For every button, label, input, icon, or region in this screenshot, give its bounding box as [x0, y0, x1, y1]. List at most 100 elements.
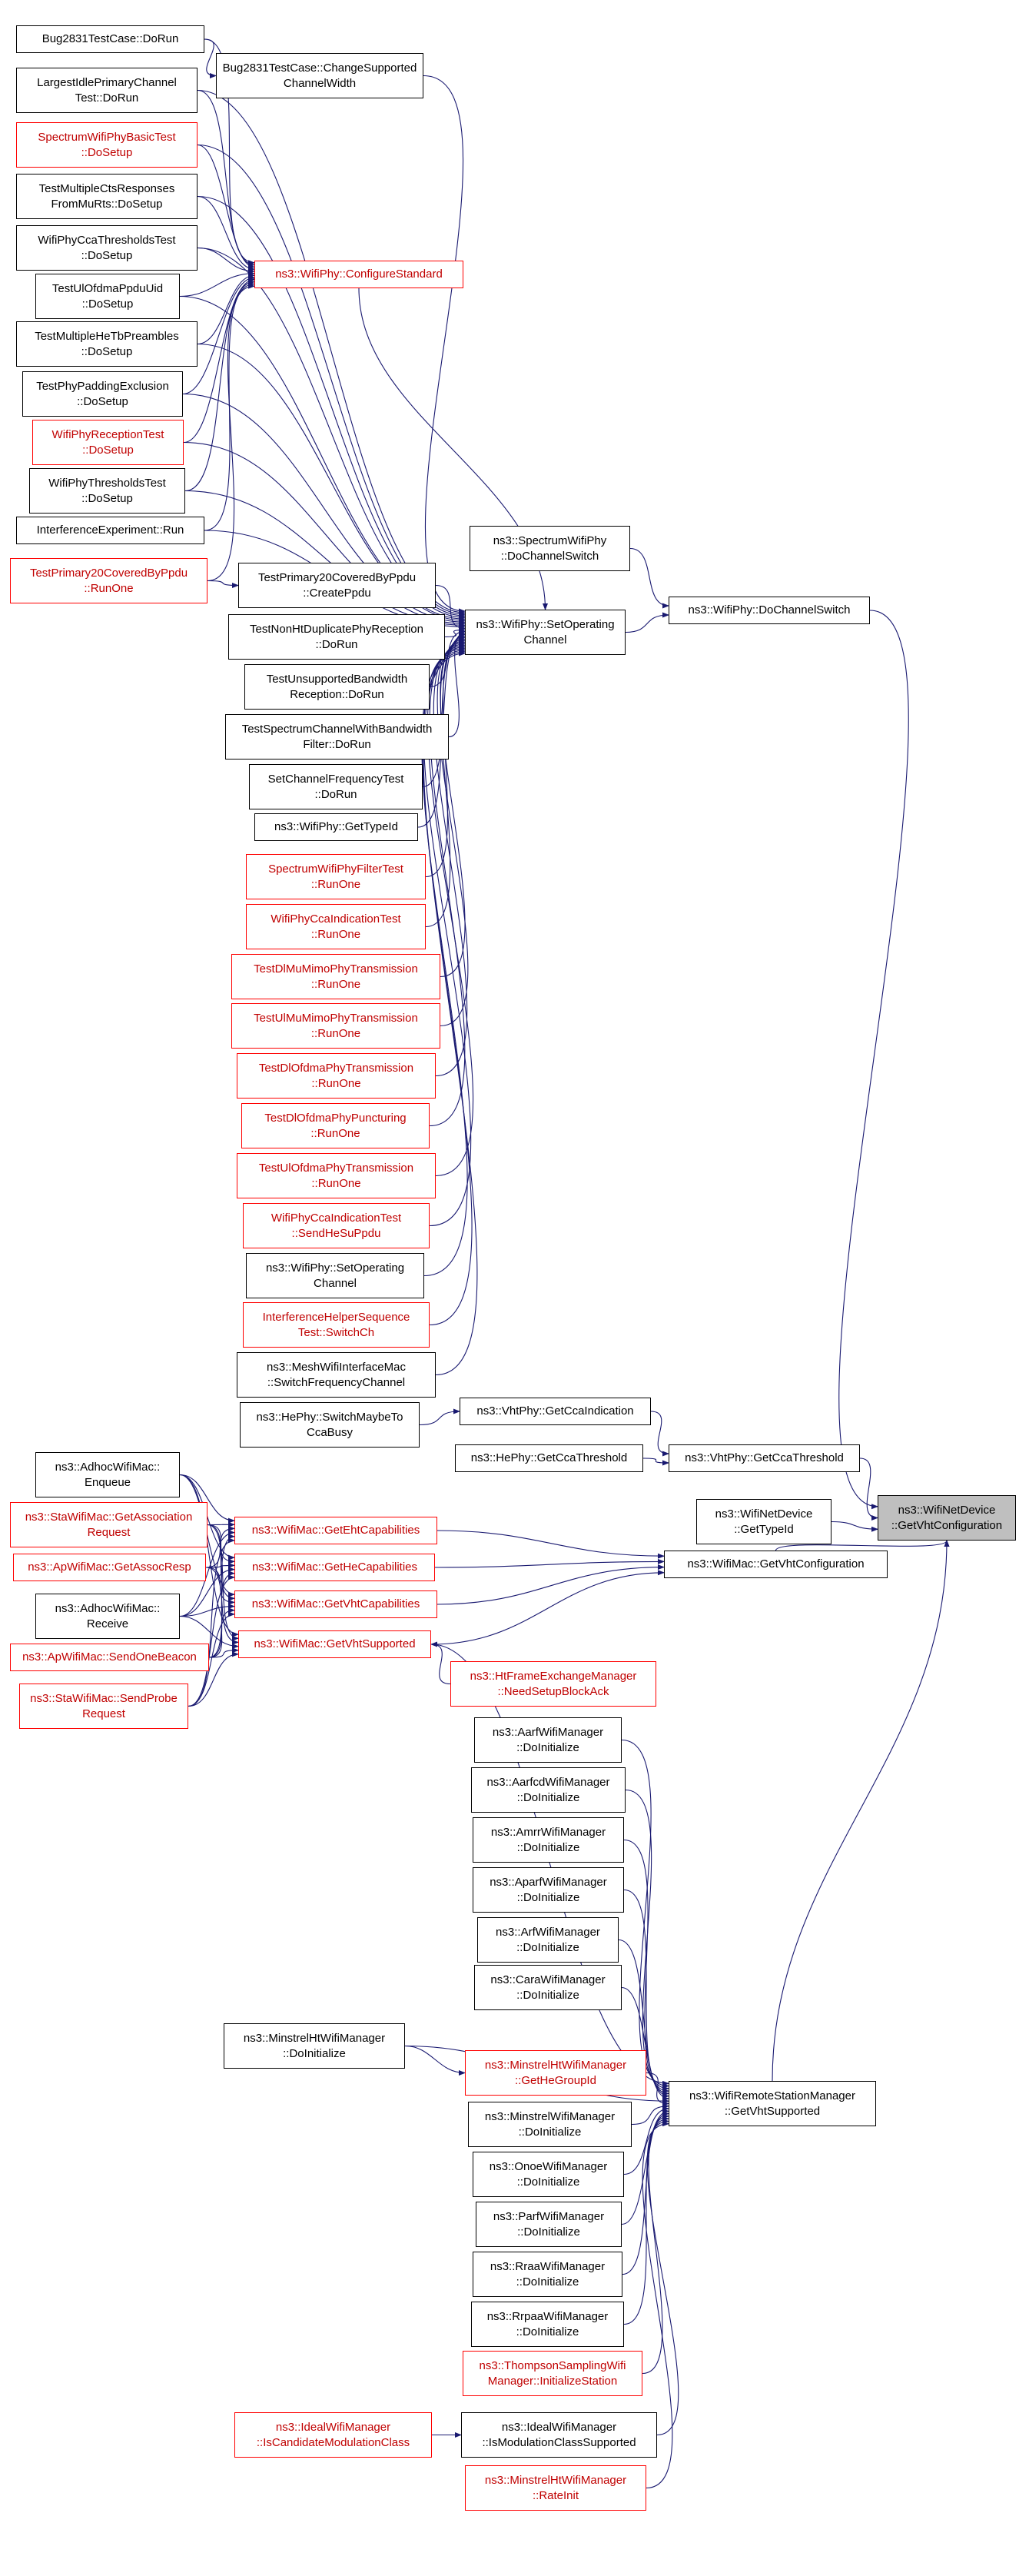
node-amrr[interactable]: ns3::AmrrWifiManager::DoInitialize	[473, 1817, 624, 1863]
node-minstrel_doinit[interactable]: ns3::MinstrelWifiManager::DoInitialize	[468, 2102, 632, 2147]
node-spectrum_dochannelswitch[interactable]: ns3::SpectrumWifiPhy::DoChannelSwitch	[470, 526, 630, 571]
node-label-line: ::DoRun	[315, 637, 358, 651]
node-wifiphy_gettypeid[interactable]: ns3::WifiPhy::GetTypeId	[254, 813, 418, 841]
node-ideal_ismodsupported[interactable]: ns3::IdealWifiManager::IsModulationClass…	[461, 2412, 657, 2458]
node-nonht_dup[interactable]: TestNonHtDuplicatePhyReception::DoRun	[228, 614, 445, 660]
node-onoe[interactable]: ns3::OnoeWifiManager::DoInitialize	[473, 2152, 624, 2197]
node-label-line: ::DoInitialize	[516, 1840, 580, 1854]
node-vhtphy_getccathreshold[interactable]: ns3::VhtPhy::GetCcaThreshold	[669, 1444, 860, 1472]
node-label-line: ns3::AparfWifiManager	[490, 1876, 607, 1889]
node-label-line: ns3::WifiNetDevice	[715, 1507, 813, 1521]
node-arf[interactable]: ns3::ArfWifiManager::DoInitialize	[477, 1917, 619, 1963]
edge-onoe-to-remote_getvhtsupported	[623, 2106, 669, 2175]
node-multi_hetb[interactable]: TestMultipleHeTbPreambles::DoSetup	[16, 321, 198, 367]
node-primary20_runone[interactable]: TestPrimary20CoveredByPpdu::RunOne	[10, 558, 207, 603]
node-adhoc_enqueue[interactable]: ns3::AdhocWifiMac::Enqueue	[35, 1452, 180, 1497]
node-label-line: SpectrumWifiPhyFilterTest	[268, 863, 403, 876]
node-ulofdma_ppduuid[interactable]: TestUlOfdmaPpduUid::DoSetup	[35, 274, 180, 319]
edge-sta_sendprobereq-to-getvhtcap	[188, 1611, 235, 1707]
node-gethegroupid[interactable]: ns3::MinstrelHtWifiManager::GetHeGroupId	[465, 2050, 646, 2096]
node-aparf[interactable]: ns3::AparfWifiManager::DoInitialize	[473, 1867, 624, 1913]
node-label-line: ::DoSetup	[81, 248, 133, 262]
node-create_ppdu[interactable]: TestPrimary20CoveredByPpdu::CreatePpdu	[238, 563, 436, 608]
node-spectrum_basic[interactable]: SpectrumWifiPhyBasicTest::DoSetup	[16, 122, 198, 168]
node-label-line: Manager::InitializeStation	[487, 2374, 618, 2388]
node-label-line: TestUlOfdmaPhyTransmission	[258, 1162, 414, 1175]
node-label-line: ::RunOne	[310, 877, 361, 891]
node-cca_thresholds_setup[interactable]: WifiPhyCcaThresholdsTest::DoSetup	[16, 225, 198, 271]
node-phy_reception[interactable]: WifiPhyReceptionTest::DoSetup	[32, 420, 184, 465]
node-vhtphy_getccaindication[interactable]: ns3::VhtPhy::GetCcaIndication	[460, 1398, 651, 1425]
node-label-line: ns3::WifiMac::GetHeCapabilities	[251, 1561, 418, 1574]
node-target[interactable]: ns3::WifiNetDevice::GetVhtConfiguration	[878, 1495, 1016, 1541]
node-label-line: InterferenceHelperSequence	[262, 1311, 410, 1324]
node-remote_getvhtsupported[interactable]: ns3::WifiRemoteStationManager::GetVhtSup…	[669, 2081, 876, 2126]
edge-getvhtsupported_mac-to-wifimac_getvhtconfig	[430, 1570, 665, 1645]
node-minstrelht_rateinit[interactable]: ns3::MinstrelHtWifiManager::RateInit	[465, 2465, 646, 2511]
node-label-line: ns3::AdhocWifiMac::	[55, 1461, 161, 1474]
node-label-line: ::GetTypeId	[734, 1522, 794, 1536]
node-ulmumimo[interactable]: TestUlMuMimoPhyTransmission::RunOne	[231, 1003, 440, 1049]
node-label-line: ns3::WifiPhy::GetTypeId	[274, 820, 398, 834]
node-getvhtcap[interactable]: ns3::WifiMac::GetVhtCapabilities	[234, 1590, 437, 1618]
node-label-line: ns3::RrpaaWifiManager	[486, 2310, 609, 2323]
node-label-line: ::DoInitialize	[516, 2175, 580, 2189]
node-label-line: WifiPhyCcaThresholdsTest	[38, 234, 176, 247]
node-set_chan_freq[interactable]: SetChannelFrequencyTest::DoRun	[249, 764, 423, 809]
edge-adhoc_receive-to-gethecap	[179, 1567, 235, 1617]
node-wifimac_getvhtconfig[interactable]: ns3::WifiMac::GetVhtConfiguration	[664, 1551, 888, 1578]
node-adhoc_receive[interactable]: ns3::AdhocWifiMac::Receive	[35, 1594, 180, 1639]
node-bug2831_dorun[interactable]: Bug2831TestCase::DoRun	[16, 25, 204, 53]
node-needsetupblockack[interactable]: ns3::HtFrameExchangeManager::NeedSetupBl…	[450, 1661, 656, 1707]
node-parf[interactable]: ns3::ParfWifiManager::DoInitialize	[476, 2202, 622, 2247]
edge-phy_thresholds_setup-to-configure_standard	[184, 279, 255, 492]
node-cca_send_hesuppdu[interactable]: WifiPhyCcaIndicationTest::SendHeSuPpdu	[243, 1203, 430, 1248]
node-ulofdma_trans[interactable]: TestUlOfdmaPhyTransmission::RunOne	[237, 1153, 436, 1198]
node-cara[interactable]: ns3::CaraWifiManager::DoInitialize	[474, 1965, 622, 2010]
node-phy_padding[interactable]: TestPhyPaddingExclusion::DoSetup	[22, 371, 183, 417]
node-ap_sendonebeacon[interactable]: ns3::ApWifiMac::SendOneBeacon	[10, 1644, 209, 1671]
node-dlofdma_trans[interactable]: TestDlOfdmaPhyTransmission::RunOne	[237, 1053, 436, 1099]
node-dlofdma_punct[interactable]: TestDlOfdmaPhyPuncturing::RunOne	[241, 1103, 430, 1148]
node-configure_standard[interactable]: ns3::WifiPhy::ConfigureStandard	[254, 261, 463, 288]
node-label-line: ::DoInitialize	[516, 1940, 579, 1954]
node-rrpaa[interactable]: ns3::RrpaaWifiManager::DoInitialize	[471, 2302, 624, 2347]
node-label-line: ns3::IdealWifiManager	[501, 2421, 617, 2434]
edge-remote_getvhtsupported-to-target	[772, 1540, 950, 2082]
node-gethecap[interactable]: ns3::WifiMac::GetHeCapabilities	[234, 1554, 435, 1581]
node-label-line: ns3::WifiPhy::DoChannelSwitch	[688, 603, 851, 617]
edge-getvhtcap-to-wifimac_getvhtconfig	[436, 1564, 665, 1605]
node-spectrum_filter_runone[interactable]: SpectrumWifiPhyFilterTest::RunOne	[246, 854, 426, 899]
node-wifinetdevice_gettypeid[interactable]: ns3::WifiNetDevice::GetTypeId	[696, 1499, 831, 1544]
node-aarf[interactable]: ns3::AarfWifiManager::DoInitialize	[474, 1717, 622, 1763]
node-ideal_iscandidate[interactable]: ns3::IdealWifiManager::IsCandidateModula…	[234, 2412, 432, 2458]
node-minstrelht_doinit[interactable]: ns3::MinstrelHtWifiManager::DoInitialize	[224, 2023, 405, 2069]
node-dlmumimo[interactable]: TestDlMuMimoPhyTransmission::RunOne	[231, 954, 440, 999]
node-interference_run[interactable]: InterferenceExperiment::Run	[16, 517, 204, 544]
node-hephy_getccathreshold[interactable]: ns3::HePhy::GetCcaThreshold	[455, 1444, 643, 1472]
node-wifiphy_dochannelswitch[interactable]: ns3::WifiPhy::DoChannelSwitch	[669, 597, 870, 624]
node-label-line: ns3::WifiPhy::SetOperating	[265, 1261, 405, 1275]
node-getehtcap[interactable]: ns3::WifiMac::GetEhtCapabilities	[234, 1517, 437, 1544]
node-ap_getassocresp[interactable]: ns3::ApWifiMac::GetAssocResp	[13, 1554, 206, 1581]
node-mesh_switchfreq[interactable]: ns3::MeshWifiInterfaceMac::SwitchFrequen…	[237, 1352, 436, 1398]
node-rraa[interactable]: ns3::RraaWifiManager::DoInitialize	[473, 2252, 622, 2297]
node-label-line: ns3::WifiNetDevice	[898, 1504, 996, 1517]
node-phy_thresholds_setup[interactable]: WifiPhyThresholdsTest::DoSetup	[29, 468, 185, 514]
node-cca_indication_runone[interactable]: WifiPhyCcaIndicationTest::RunOne	[246, 904, 426, 949]
node-aarfcd[interactable]: ns3::AarfcdWifiManager::DoInitialize	[471, 1767, 626, 1813]
node-getvhtsupported_mac[interactable]: ns3::WifiMac::GetVhtSupported	[238, 1630, 431, 1658]
edge-aarf-to-remote_getvhtsupported	[621, 1739, 669, 2089]
